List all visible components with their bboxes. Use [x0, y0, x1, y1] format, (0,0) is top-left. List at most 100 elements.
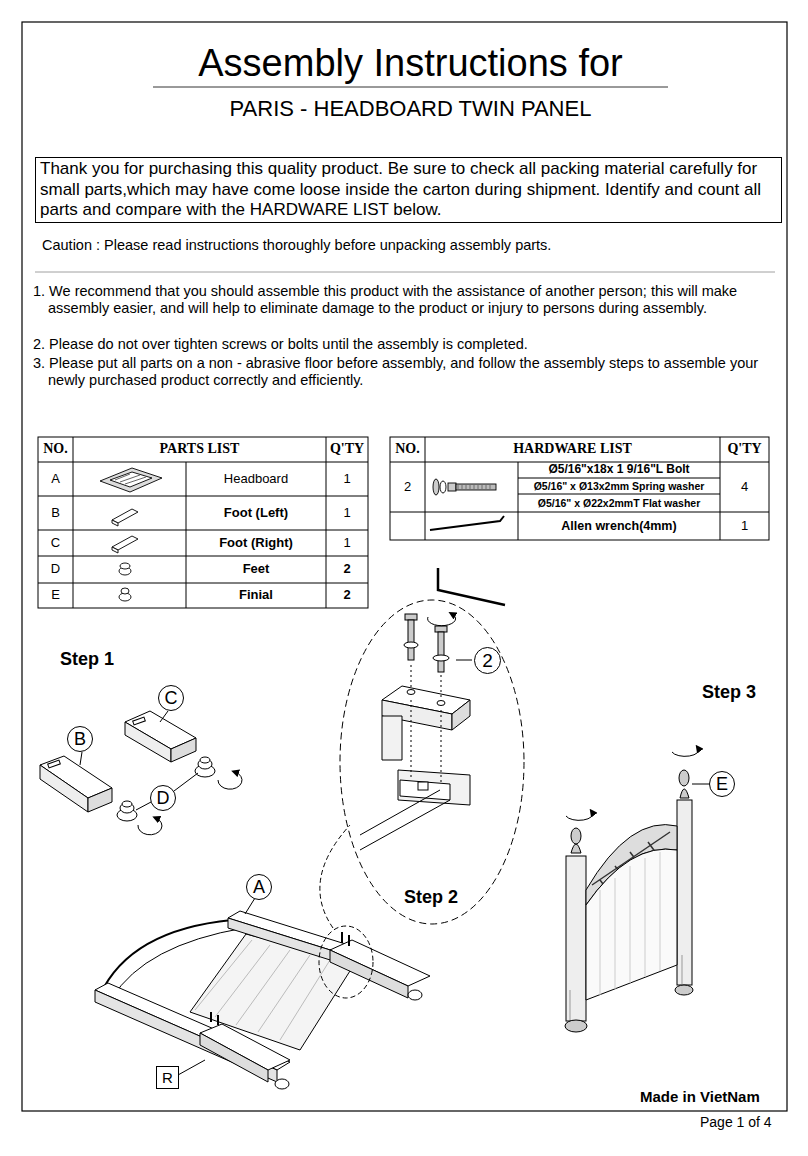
intro-box: Thank you for purchasing this quality pr… — [35, 157, 782, 223]
step2-frame-part — [319, 926, 373, 998]
hardware-table-grid-part — [720, 437, 721, 540]
callout-letter: B — [67, 726, 93, 752]
parts-table-grid-part — [326, 437, 327, 608]
hardware-table-grid-part — [518, 494, 720, 495]
hardware-icons-part — [458, 484, 490, 490]
table-cell: D — [38, 556, 73, 583]
step2-frame-part — [275, 1079, 289, 1089]
callout-letter-text: A — [253, 878, 265, 896]
step2-zoom-part — [452, 700, 470, 730]
step1-feet-part — [171, 738, 196, 762]
part-icons-part — [112, 509, 138, 523]
part-icons — [100, 468, 162, 601]
table-cell: Ø5/16" x Ø13x2mm Spring washer — [518, 478, 720, 494]
step3-headboard-part — [566, 812, 593, 820]
step-label: Step 3 — [702, 682, 792, 703]
hardware-icons — [430, 479, 504, 530]
step2-zoom-part — [360, 790, 450, 850]
table-cell: Allen wrench(4mm) — [518, 512, 720, 540]
instruction: 3. Please put all parts on a non - abras… — [33, 355, 781, 388]
subtitle: PARIS - HEADBOARD TWIN PANEL — [153, 96, 668, 121]
hardware-table-grid-part — [425, 437, 426, 540]
step-label: Step 1 — [60, 649, 150, 670]
step1-feet-part — [122, 801, 132, 807]
table-header: NO. — [390, 437, 425, 462]
table-cell: Headboard — [186, 462, 326, 496]
part-icons-part — [112, 536, 138, 550]
part-icons-part — [100, 468, 162, 492]
step2-zoom-part — [400, 780, 450, 800]
table-cell: E — [38, 583, 73, 608]
step2-frame-part — [95, 983, 290, 1070]
table-cell: 1 — [720, 512, 769, 540]
step1-feet-part — [136, 802, 151, 810]
parts-table-grid-part — [38, 530, 368, 531]
page-number: Page 1 of 4 — [700, 1114, 800, 1130]
table-header: Q'TY — [326, 437, 368, 462]
callout-number-text: 2 — [482, 651, 493, 670]
page-frame-part — [153, 87, 668, 88]
table-cell: 1 — [326, 530, 368, 556]
callout-number: 2 — [474, 647, 501, 674]
hardware-icons-part — [440, 481, 446, 493]
hardware-table-grid-part — [518, 462, 519, 540]
table-cell: 2 — [390, 462, 425, 512]
step3-headboard-part — [586, 849, 677, 1000]
parts-table-grid-part — [38, 437, 368, 608]
hardware-table-grid-part — [390, 512, 769, 513]
part-icons-part — [112, 547, 118, 553]
step2-frame-part — [245, 898, 255, 914]
part-marker: R — [156, 1066, 179, 1089]
callout-letter: D — [150, 785, 176, 811]
parts-table-grid-part — [73, 437, 74, 608]
parts-table-grid-part — [38, 556, 368, 557]
table-cell: Ø5/16" x Ø22x2mmT Flat washer — [518, 494, 720, 512]
step3-headboard-part — [571, 844, 581, 853]
hardware-table-grid-part — [390, 437, 769, 540]
table-cell: Finial — [186, 583, 326, 608]
step3-headboard-part — [672, 748, 699, 756]
step1-feet-part — [174, 773, 198, 791]
hardware-table-grid — [390, 437, 769, 540]
table-cell: Ø5/16"x18x 1 9/16"L Bolt — [518, 462, 720, 478]
table-cell: 1 — [326, 496, 368, 530]
step1-feet-part — [88, 788, 112, 812]
step2-zoom-part — [437, 701, 445, 706]
table-header: Q'TY — [720, 437, 769, 462]
table-cell: 1 — [326, 462, 368, 496]
step2-zoom-part — [435, 626, 447, 632]
page-frame — [22, 22, 787, 1111]
step3-headboard-part — [692, 784, 709, 785]
callout-letter: E — [709, 771, 735, 797]
step1-feet-part — [48, 760, 61, 768]
step3-headboard — [565, 748, 709, 1032]
part-icons-part — [121, 588, 129, 594]
table-cell: 2 — [326, 583, 368, 608]
table-cell: C — [38, 530, 73, 556]
table-cell: 2 — [326, 556, 368, 583]
table-cell: Feet — [186, 556, 326, 583]
hardware-table-grid-part — [518, 478, 720, 479]
step2-zoom-part — [438, 632, 444, 672]
hardware-icons-part — [433, 479, 439, 495]
step2-zoom-part — [428, 614, 456, 626]
step2-frame-part — [320, 825, 350, 928]
step1-feet-part — [160, 711, 168, 722]
parts-table-grid-part — [38, 462, 368, 463]
step2-zoom-part — [456, 660, 472, 661]
step3-headboard-part — [566, 856, 586, 1021]
table-cell: Foot (Left) — [186, 496, 326, 530]
step3-headboard-part — [679, 770, 689, 786]
step2-frame-part — [408, 990, 422, 1000]
step2-zoom-part — [405, 614, 417, 620]
hardware-icons-part — [456, 484, 496, 490]
step1-feet-part — [40, 765, 88, 812]
step2-frame-part — [95, 990, 277, 1082]
callout-letter: A — [246, 874, 272, 900]
table-cell: B — [38, 496, 73, 530]
step2-frame-part — [330, 950, 408, 998]
step3-headboard-part — [675, 985, 693, 995]
origin-note: Made in VietNam — [640, 1088, 782, 1105]
step1-feet-part — [200, 757, 210, 763]
step2-zoom-part — [408, 620, 414, 660]
